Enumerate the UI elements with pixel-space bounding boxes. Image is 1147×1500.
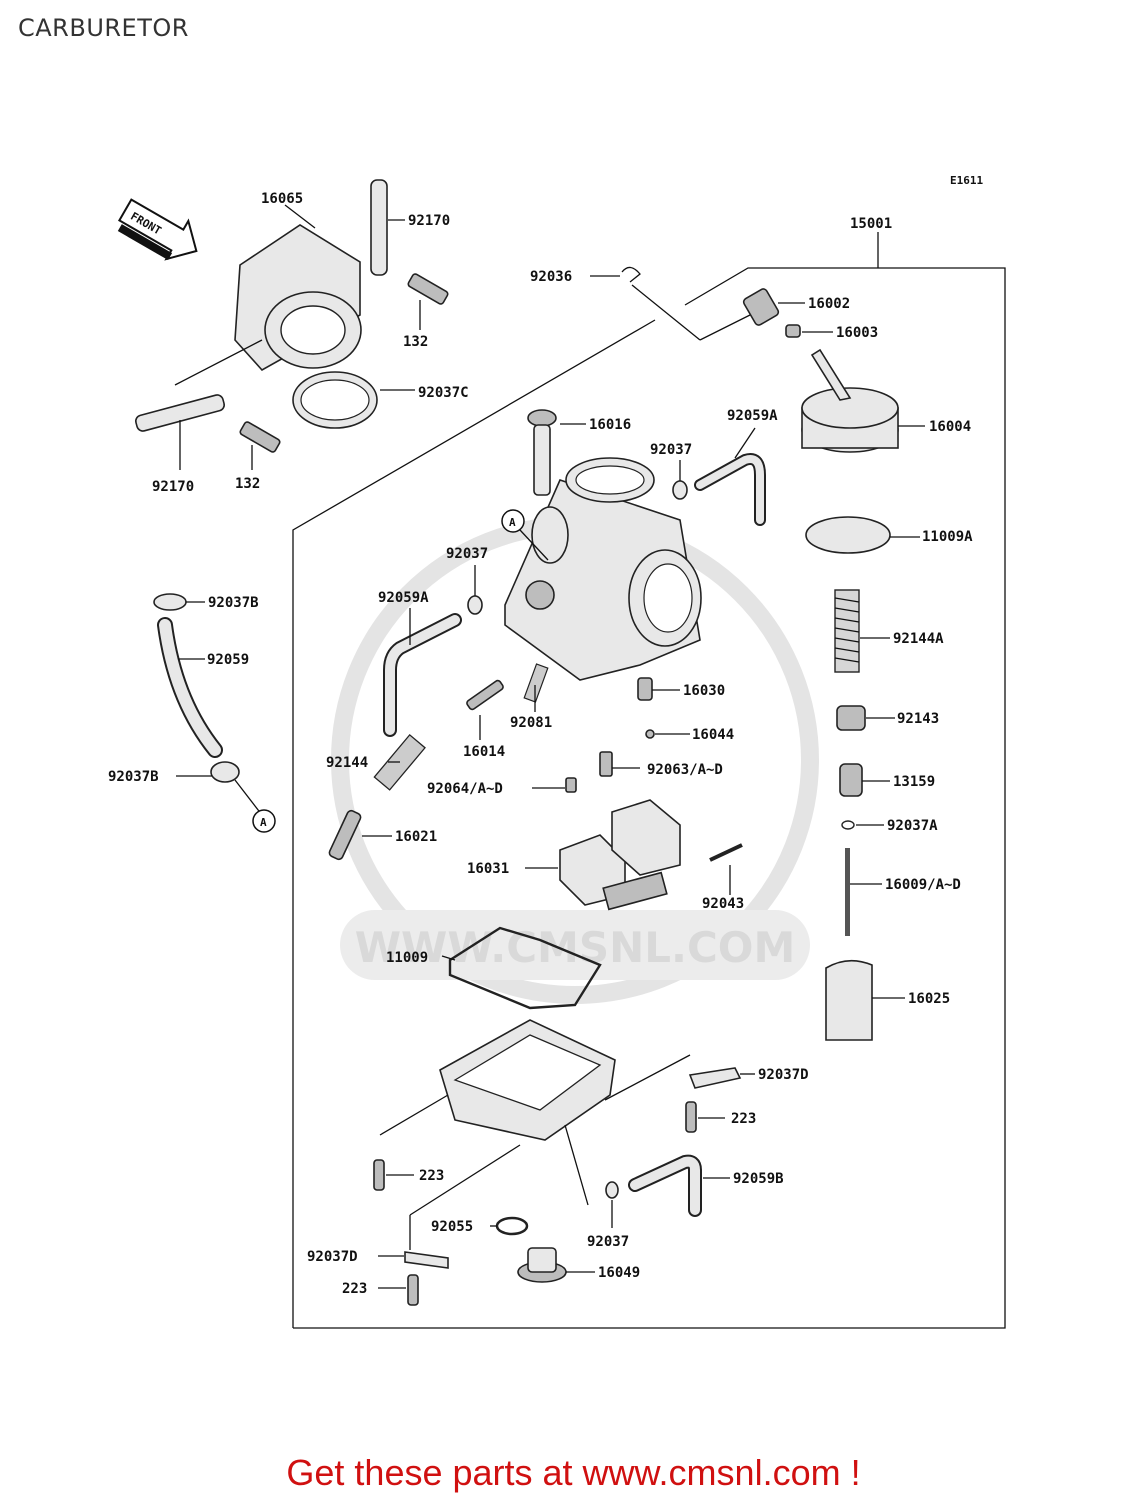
part-label[interactable]: 16016: [589, 417, 631, 433]
ref-marker-a-bottom: [252, 809, 276, 833]
bracket-92037d-bottom: [404, 1251, 449, 1269]
page-title: CARBURETOR: [18, 14, 189, 42]
pin-92043: [709, 843, 743, 862]
jet-92063: [599, 751, 613, 777]
clip-92037-c: [605, 1181, 619, 1199]
part-label[interactable]: 132: [403, 334, 428, 350]
clip-92036: [621, 266, 641, 283]
part-label[interactable]: 92037D: [307, 1249, 358, 1265]
ref-marker-a-bottom-label: A: [260, 816, 267, 829]
part-label[interactable]: 92064/A~D: [427, 781, 503, 797]
part-label[interactable]: 16030: [683, 683, 725, 699]
part-label[interactable]: 92036: [530, 269, 572, 285]
part-label[interactable]: 92059A: [378, 590, 429, 606]
part-label[interactable]: 92043: [702, 896, 744, 912]
part-label[interactable]: 16065: [261, 191, 303, 207]
footer-link[interactable]: Get these parts at www.cmsnl.com !: [286, 1452, 861, 1493]
part-label[interactable]: 92081: [510, 715, 552, 731]
carburetor-exploded-diagram: WWW.CMSNL.COM E1611 FRONT: [108, 174, 1006, 1329]
diagram-code: E1611: [950, 174, 983, 187]
part-label[interactable]: 16049: [598, 1265, 640, 1281]
part-label[interactable]: 16021: [395, 829, 437, 845]
part-label[interactable]: 92170: [152, 479, 194, 495]
part-label[interactable]: 132: [235, 476, 260, 492]
part-label[interactable]: 16025: [908, 991, 950, 1007]
part-label[interactable]: 92144: [326, 755, 368, 771]
carburetor-body: [504, 457, 702, 681]
part-label[interactable]: 92037C: [418, 385, 469, 401]
part-label[interactable]: 92144A: [893, 631, 944, 647]
part-label[interactable]: 92059B: [733, 1171, 784, 1187]
strap-top: [370, 179, 388, 276]
adjuster-16002: [742, 288, 780, 326]
needle-clip-13159: [839, 763, 863, 797]
clip-92037b-bottom: [210, 761, 240, 783]
front-arrow-icon: FRONT: [117, 198, 198, 261]
intake-boot: [234, 204, 362, 372]
part-label[interactable]: 16002: [808, 296, 850, 312]
part-label[interactable]: 16044: [692, 727, 734, 743]
part-label[interactable]: 13159: [893, 774, 935, 790]
screw-16021: [328, 809, 362, 861]
ref-marker-a-top: [501, 509, 525, 533]
jet-16030: [637, 677, 653, 701]
nut-16003: [785, 324, 801, 338]
part-label[interactable]: 11009: [386, 950, 428, 966]
float-16031: [559, 799, 681, 911]
watermark-text: WWW.CMSNL.COM: [355, 923, 796, 972]
screw-223-bottom: [407, 1274, 419, 1306]
assembly-frame: [292, 232, 1006, 1329]
part-label[interactable]: 92143: [897, 711, 939, 727]
part-label[interactable]: 92037B: [108, 769, 159, 785]
part-label[interactable]: 92037D: [758, 1067, 809, 1083]
bolt-132-bottom: [239, 421, 281, 453]
retainer-92143: [836, 705, 866, 731]
drain-plug-16049: [517, 1247, 567, 1283]
part-label[interactable]: 16031: [467, 861, 509, 877]
cap-16004: [801, 348, 899, 453]
float-bowl: [439, 1019, 616, 1141]
part-label[interactable]: 223: [419, 1168, 444, 1184]
part-label[interactable]: 92063/A~D: [647, 762, 723, 778]
screw-16016: [527, 409, 557, 496]
oring-92055: [495, 1216, 529, 1236]
clip-92037a: [841, 820, 855, 830]
part-label[interactable]: 223: [731, 1111, 756, 1127]
part-label[interactable]: 16014: [463, 744, 505, 760]
jet-needle-16009: [845, 848, 850, 936]
jet-16044: [645, 729, 655, 739]
part-label[interactable]: 92037: [446, 546, 488, 562]
screw-223-right: [685, 1101, 697, 1133]
part-label[interactable]: 92170: [408, 213, 450, 229]
part-label[interactable]: 16003: [836, 325, 878, 341]
washer-92064: [565, 777, 577, 793]
bracket-92037d-top: [688, 1067, 742, 1089]
gasket-11009: [448, 926, 602, 1010]
screw-223-left: [373, 1159, 385, 1191]
clip-92037b-top: [153, 593, 187, 611]
part-label[interactable]: 15001: [850, 216, 892, 232]
part-label[interactable]: 11009A: [922, 529, 973, 545]
part-label[interactable]: 92059A: [727, 408, 778, 424]
ref-marker-a-top-label: A: [509, 516, 516, 529]
part-labels: 16065 92170 132 92037C 92170 132 15001 9…: [108, 191, 973, 1297]
part-label[interactable]: 92037: [587, 1234, 629, 1250]
spring-92081: [523, 663, 549, 703]
clip-92037-a: [672, 480, 688, 500]
part-label[interactable]: 16009/A~D: [885, 877, 961, 893]
bolt-132-top: [407, 273, 449, 305]
strap-bottom: [135, 394, 225, 432]
oring-11009a: [805, 516, 891, 554]
part-label[interactable]: 16004: [929, 419, 971, 435]
clip-92037-b: [467, 595, 483, 615]
throttle-valve-16025: [825, 959, 873, 1041]
part-label[interactable]: 92059: [207, 652, 249, 668]
part-label[interactable]: 223: [342, 1281, 367, 1297]
spring-92144a: [834, 589, 860, 673]
screw-16014: [466, 679, 504, 711]
part-label[interactable]: 92037B: [208, 595, 259, 611]
part-label[interactable]: 92037A: [887, 818, 938, 834]
part-label[interactable]: 92037: [650, 442, 692, 458]
part-label[interactable]: 92055: [431, 1219, 473, 1235]
